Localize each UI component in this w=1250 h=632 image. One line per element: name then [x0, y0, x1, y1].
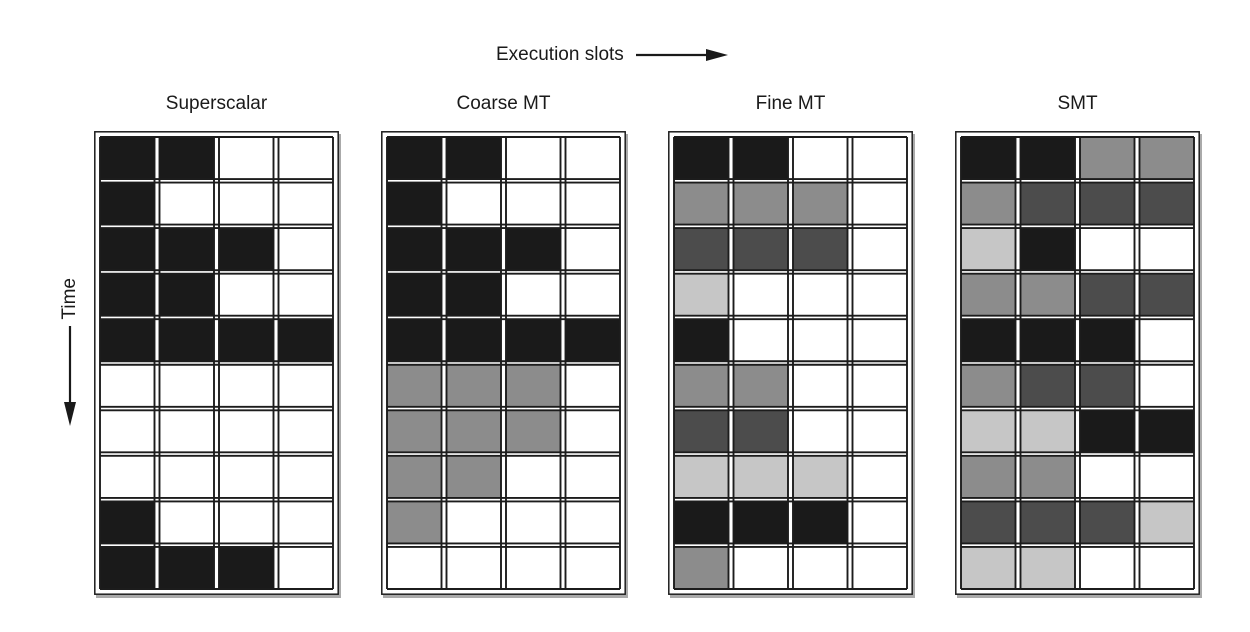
right-arrow-icon [635, 49, 728, 61]
panel-coarse-mt: Coarse MT [381, 92, 626, 595]
time-axis: Time [46, 278, 94, 426]
down-arrow-icon [64, 325, 76, 426]
fine-mt-grid [668, 131, 913, 595]
panel-smt: SMT [955, 92, 1200, 595]
panel-title: Fine MT [755, 93, 826, 114]
execution-slots-label: Execution slots [496, 44, 624, 65]
execution-slots-header: Execution slots [496, 44, 728, 66]
coarse-mt-grid [381, 131, 626, 595]
panel-fine-mt: Fine MT [668, 92, 913, 595]
smt-grid [955, 131, 1200, 595]
panel-superscalar: Superscalar [94, 92, 339, 595]
panel-title: Coarse MT [456, 93, 551, 114]
panel-title: Superscalar [165, 93, 268, 114]
superscalar-grid [94, 131, 339, 595]
panel-title: SMT [1057, 93, 1098, 114]
time-axis-label: Time [59, 278, 80, 320]
